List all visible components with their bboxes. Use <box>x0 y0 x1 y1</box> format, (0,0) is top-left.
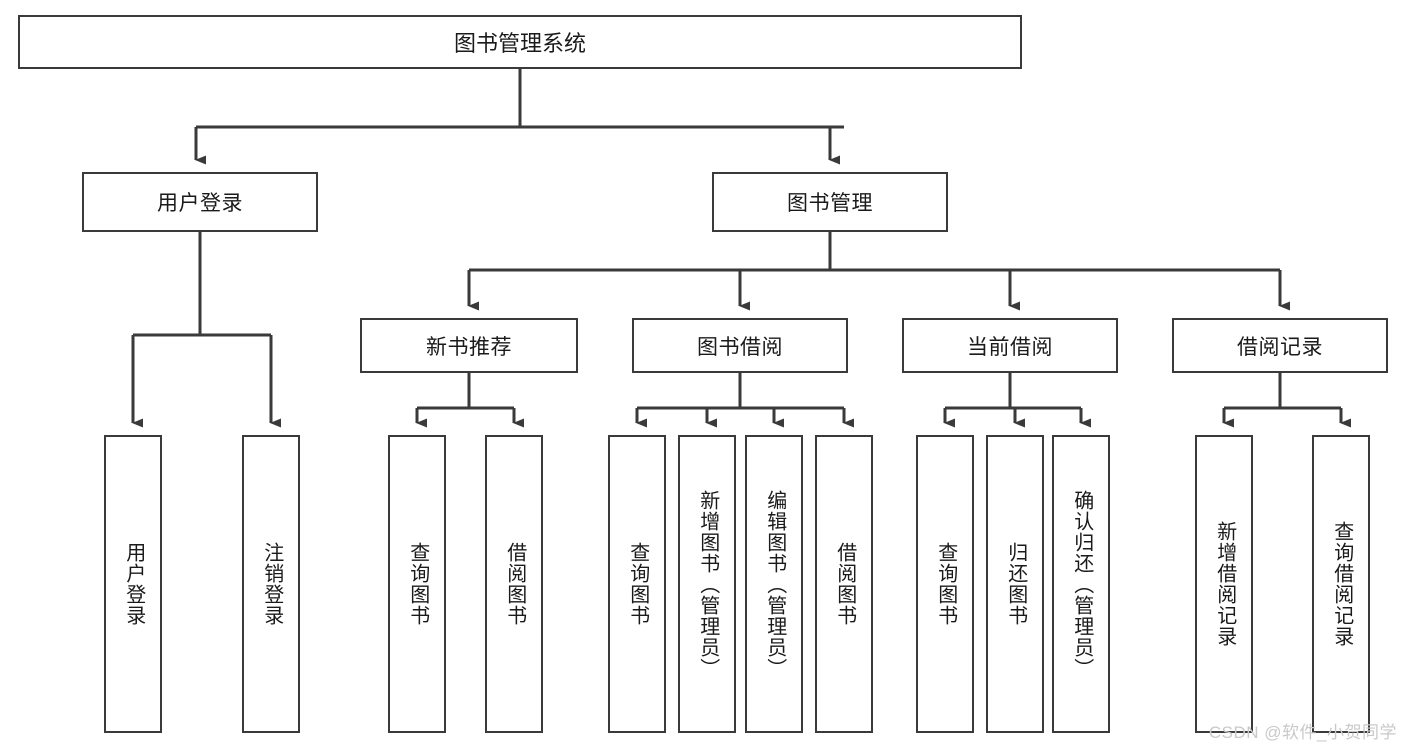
node-leaf-add-borrow-record-label: 新增借阅记录 <box>1213 521 1236 647</box>
node-root[interactable]: 图书管理系统 <box>18 15 1022 69</box>
node-leaf-confirm-return[interactable]: 确认归还（管理员） <box>1052 435 1110 733</box>
node-leaf-return-book[interactable]: 归还图书 <box>986 435 1044 733</box>
node-leaf-borrow-book-rec[interactable]: 借阅图书 <box>485 435 543 733</box>
node-leaf-add-book[interactable]: 新增图书（管理员） <box>678 435 736 733</box>
node-current-borrow[interactable]: 当前借阅 <box>902 318 1118 373</box>
node-new-book-rec[interactable]: 新书推荐 <box>360 318 578 373</box>
node-borrow-record-label: 借阅记录 <box>1237 335 1323 359</box>
node-leaf-return-book-label: 归还图书 <box>1004 542 1027 626</box>
node-leaf-add-book-label: 新增图书（管理员） <box>696 489 719 679</box>
node-book-borrow[interactable]: 图书借阅 <box>632 318 848 373</box>
node-leaf-user-login-label: 用户登录 <box>122 542 145 626</box>
node-leaf-query-book-current[interactable]: 查询图书 <box>916 435 974 733</box>
node-root-label: 图书管理系统 <box>453 31 586 56</box>
node-leaf-query-book-current-label: 查询图书 <box>934 542 957 626</box>
node-leaf-edit-book-label: 编辑图书（管理员） <box>763 489 786 679</box>
node-user-login[interactable]: 用户登录 <box>82 172 318 232</box>
node-new-book-rec-label: 新书推荐 <box>426 335 512 359</box>
node-leaf-user-logout[interactable]: 注销登录 <box>242 435 300 733</box>
node-leaf-borrow-book-label: 借阅图书 <box>833 542 856 626</box>
node-leaf-query-book-borrow[interactable]: 查询图书 <box>608 435 666 733</box>
node-leaf-add-borrow-record[interactable]: 新增借阅记录 <box>1195 435 1253 733</box>
node-leaf-user-login[interactable]: 用户登录 <box>104 435 162 733</box>
node-current-borrow-label: 当前借阅 <box>967 335 1053 359</box>
node-book-manage-label: 图书管理 <box>787 192 873 215</box>
node-leaf-query-borrow-record-label: 查询借阅记录 <box>1330 521 1353 647</box>
node-leaf-borrow-book[interactable]: 借阅图书 <box>815 435 873 733</box>
node-leaf-confirm-return-label: 确认归还（管理员） <box>1070 489 1093 679</box>
node-leaf-query-book-rec[interactable]: 查询图书 <box>388 435 446 733</box>
node-book-borrow-label: 图书借阅 <box>697 335 783 359</box>
node-leaf-query-borrow-record[interactable]: 查询借阅记录 <box>1312 435 1370 733</box>
watermark-text: CSDN @软件_小贺同学 <box>1208 723 1397 742</box>
node-borrow-record[interactable]: 借阅记录 <box>1172 318 1388 373</box>
node-leaf-borrow-book-rec-label: 借阅图书 <box>503 542 526 626</box>
node-leaf-query-book-borrow-label: 查询图书 <box>626 542 649 626</box>
node-book-manage[interactable]: 图书管理 <box>712 172 948 232</box>
node-leaf-user-logout-label: 注销登录 <box>260 542 283 626</box>
node-leaf-edit-book[interactable]: 编辑图书（管理员） <box>745 435 803 733</box>
node-user-login-label: 用户登录 <box>157 192 243 215</box>
node-leaf-query-book-rec-label: 查询图书 <box>406 542 429 626</box>
